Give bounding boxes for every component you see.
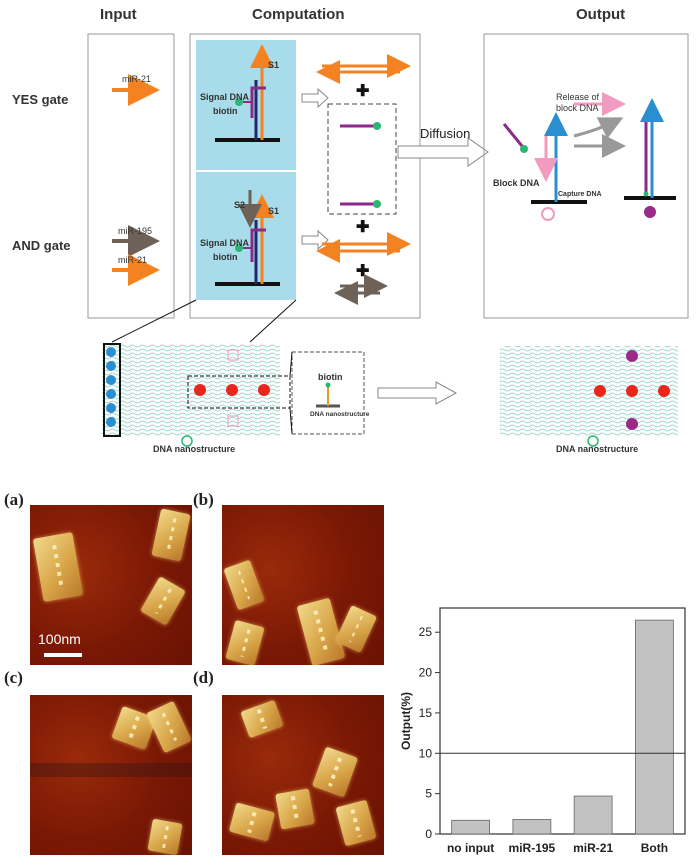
svg-text:✚: ✚: [356, 219, 369, 236]
svg-text:biotin: biotin: [318, 372, 343, 382]
svg-text:Signal DNA: Signal DNA: [200, 92, 250, 102]
afm-image-d: [222, 695, 384, 855]
svg-text:biotin: biotin: [213, 106, 238, 116]
plot-frame: [439, 607, 686, 835]
output-box: [483, 33, 689, 319]
svg-text:block DNA: block DNA: [556, 103, 599, 113]
cyan-top: [196, 40, 296, 170]
y-tick-label: 5: [425, 787, 432, 801]
panel-c-label: (c): [4, 668, 23, 687]
svg-text:✚: ✚: [356, 263, 369, 280]
diffusion-label: Diffusion: [420, 126, 470, 141]
afm-image-a: 100nm: [30, 505, 192, 665]
y-tick-label: 10: [419, 746, 433, 760]
x-tick-label: miR-195: [509, 841, 556, 855]
svg-text:S2: S2: [234, 200, 245, 210]
scale-bar-label: 100nm: [38, 631, 81, 647]
mechanism-diagram: ✚ ✚ ✚ miR-21 miR-195 miR-21 S1 Signal DN…: [87, 33, 689, 454]
computation-box: [189, 33, 421, 319]
cyan-bottom: [196, 172, 296, 300]
header-input: Input: [100, 6, 137, 23]
x-tick-label: Both: [641, 841, 668, 855]
origami-right: [500, 346, 678, 436]
bar: [451, 819, 491, 835]
bar: [634, 619, 674, 835]
svg-text:✚: ✚: [356, 83, 369, 100]
dna-nano-right-label: DNA nanostructure: [556, 444, 638, 454]
svg-text:Signal DNA: Signal DNA: [200, 238, 250, 248]
svg-text:Block DNA: Block DNA: [493, 178, 540, 188]
dna-nano-left-label: DNA nanostructure: [153, 444, 235, 454]
svg-text:S1: S1: [268, 206, 279, 216]
svg-text:biotin: biotin: [213, 252, 238, 262]
panel-b-label: (b): [193, 490, 214, 509]
input-box: [87, 33, 175, 319]
bar: [573, 795, 613, 835]
bar: [512, 819, 552, 835]
mir21-top-label: miR-21: [122, 74, 151, 84]
svg-text:Release of: Release of: [556, 92, 600, 102]
x-tick-label: no input: [447, 841, 494, 855]
x-tick-label: miR-21: [573, 841, 613, 855]
panel-d-label: (d): [193, 668, 214, 687]
mir21-bottom-label: miR-21: [118, 255, 147, 265]
output-bar-chart: 0 5 10 15 20 25 no input miR-195 miR-21 Both Outpu…: [399, 607, 686, 855]
y-tick-label: 0: [425, 827, 432, 841]
y-axis-label: Output(%): [399, 692, 413, 750]
svg-text:Capture DNA: Capture DNA: [558, 191, 602, 198]
header-computation: Computation: [252, 6, 345, 23]
header-output: Output: [576, 6, 626, 23]
afm-image-c: [30, 695, 192, 855]
afm-image-b: [222, 505, 384, 665]
panel-a-label: (a): [4, 490, 24, 509]
svg-text:DNA nanostructure: DNA nanostructure: [310, 411, 370, 418]
and-gate-label: AND gate: [12, 238, 71, 253]
y-tick-label: 20: [419, 666, 433, 680]
y-tick-label: 25: [419, 625, 433, 639]
scale-bar: [44, 653, 82, 657]
origami-left: [102, 344, 280, 436]
yes-gate-label: YES gate: [12, 92, 69, 107]
mir195-label: miR-195: [118, 226, 152, 236]
signal-dna-box: [327, 103, 397, 215]
svg-text:S1: S1: [268, 60, 279, 70]
y-tick-label: 15: [419, 706, 433, 720]
